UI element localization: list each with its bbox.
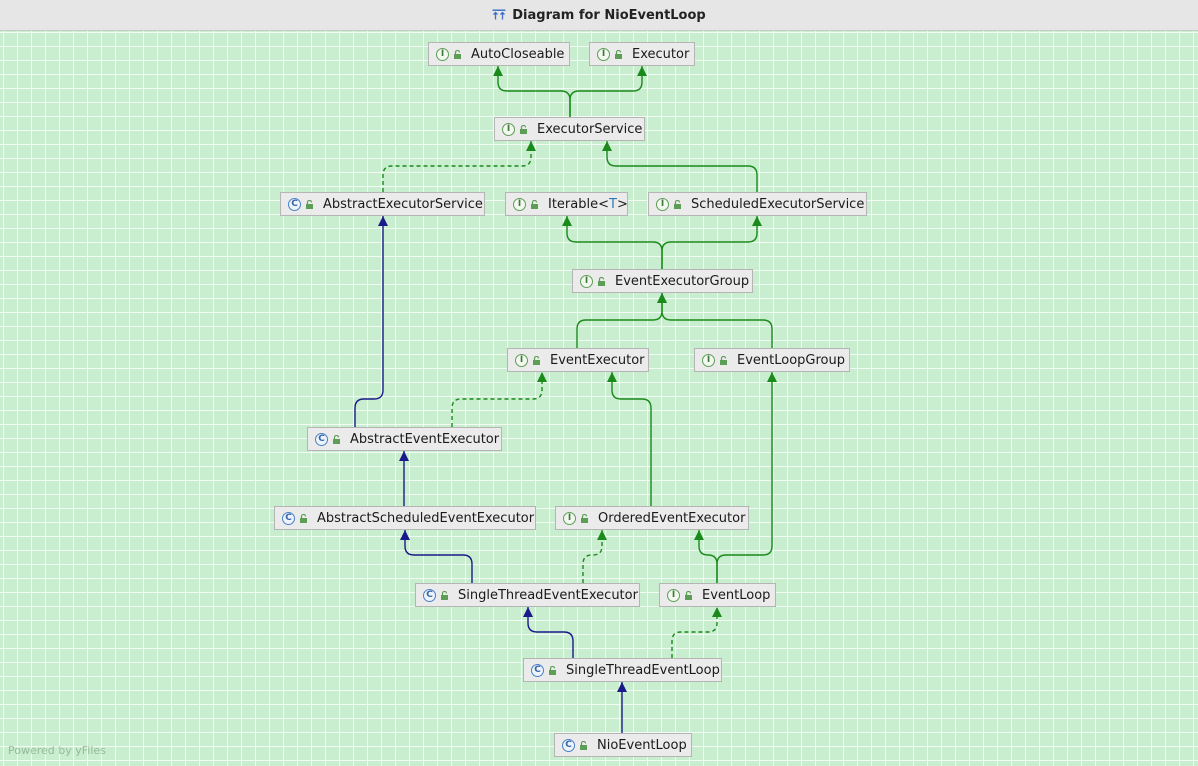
edge-AbstractExecutorService-to-ExecutorService (382, 141, 536, 192)
edge-EventExecutor-to-EventExecutorGroup (576, 293, 667, 348)
class-icon: C (423, 588, 436, 602)
node-AbstractExecutorService[interactable]: C AbstractExecutorService (280, 192, 485, 216)
diagram-title: Diagram for NioEventLoop (512, 7, 706, 23)
public-visibility-icon (520, 124, 527, 134)
yfiles-watermark: Powered by yFiles (8, 744, 106, 757)
edge-SingleThreadEventExecutor-to-AbstractScheduledEventExecutor (400, 530, 473, 583)
interface-icon: I (563, 511, 576, 525)
node-label: AbstractEventExecutor (350, 431, 500, 447)
node-EventExecutorGroup[interactable]: I EventExecutorGroup (572, 269, 753, 293)
node-EventLoop[interactable]: I EventLoop (659, 583, 776, 607)
public-visibility-icon (531, 199, 538, 209)
public-visibility-icon (549, 665, 556, 675)
type-param-open: < (598, 196, 610, 212)
diagram-title-bar: Diagram for NioEventLoop (0, 0, 1198, 31)
class-icon: C (531, 663, 544, 677)
public-visibility-icon (598, 276, 605, 286)
type-param-close: > (616, 196, 628, 212)
node-label: NioEventLoop (597, 737, 687, 753)
node-label: ExecutorService (537, 121, 643, 137)
interface-icon: I (515, 353, 528, 367)
edge-EventLoop-to-OrderedEventExecutor (694, 530, 718, 583)
interface-icon: I (436, 47, 449, 61)
node-Iterable[interactable]: I Iterable<T> (505, 192, 628, 216)
public-visibility-icon (685, 590, 692, 600)
edge-ExecutorService-to-AutoCloseable (493, 66, 571, 117)
public-visibility-icon (333, 434, 340, 444)
node-AutoCloseable[interactable]: I AutoCloseable (428, 42, 570, 66)
edge-EventLoop-to-EventLoopGroup (716, 372, 777, 583)
class-icon: C (288, 197, 301, 211)
node-label: OrderedEventExecutor (598, 510, 746, 526)
edge-SingleThreadEventLoop-to-SingleThreadEventExecutor (523, 607, 574, 658)
node-label: EventLoop (702, 587, 771, 603)
node-label: AbstractScheduledEventExecutor (317, 510, 535, 526)
edge-EventExecutorGroup-to-ScheduledExecutorService (661, 216, 762, 269)
node-Executor[interactable]: I Executor (589, 42, 695, 66)
node-EventExecutor[interactable]: I EventExecutor (507, 348, 649, 372)
public-visibility-icon (441, 590, 448, 600)
node-EventLoopGroup[interactable]: I EventLoopGroup (694, 348, 850, 372)
interface-icon: I (502, 122, 515, 136)
edge-SingleThreadEventExecutor-to-OrderedEventExecutor (582, 530, 607, 583)
node-AbstractScheduledEventExecutor[interactable]: C AbstractScheduledEventExecutor (274, 506, 536, 530)
diagram-icon (492, 9, 506, 20)
node-NioEventLoop[interactable]: C NioEventLoop (554, 733, 692, 757)
node-label: EventExecutorGroup (615, 273, 750, 289)
node-AbstractEventExecutor[interactable]: C AbstractEventExecutor (307, 427, 502, 451)
class-icon: C (315, 432, 328, 446)
node-label: SingleThreadEventExecutor (458, 587, 638, 603)
node-label: AbstractExecutorService (323, 196, 483, 212)
interface-icon: I (580, 274, 593, 288)
public-visibility-icon (300, 513, 307, 523)
edge-ExecutorService-to-Executor (569, 66, 647, 117)
edge-OrderedEventExecutor-to-EventExecutor (607, 372, 652, 506)
node-label: EventExecutor (550, 352, 645, 368)
class-icon: C (282, 511, 295, 525)
node-ScheduledExecutorService[interactable]: I ScheduledExecutorService (648, 192, 867, 216)
edge-EventExecutorGroup-to-Iterable (562, 216, 663, 269)
node-label: AutoCloseable (471, 46, 565, 62)
edge-ScheduledExecutorService-to-ExecutorService (602, 141, 758, 192)
public-visibility-icon (454, 49, 461, 59)
node-OrderedEventExecutor[interactable]: I OrderedEventExecutor (555, 506, 749, 530)
edge-EventLoopGroup-to-EventExecutorGroup (657, 293, 773, 348)
node-label: EventLoopGroup (737, 352, 845, 368)
edge-AbstractEventExecutor-to-EventExecutor (451, 372, 547, 427)
public-visibility-icon (674, 199, 681, 209)
interface-icon: I (702, 353, 715, 367)
node-label: Iterable (548, 196, 599, 212)
node-SingleThreadEventExecutor[interactable]: C SingleThreadEventExecutor (415, 583, 640, 607)
public-visibility-icon (720, 355, 727, 365)
interface-icon: I (667, 588, 680, 602)
interface-icon: I (513, 197, 526, 211)
edge-AbstractEventExecutor-to-AbstractExecutorService (354, 216, 388, 427)
interface-icon: I (656, 197, 669, 211)
node-ExecutorService[interactable]: I ExecutorService (494, 117, 645, 141)
node-label: Executor (632, 46, 690, 62)
public-visibility-icon (580, 740, 587, 750)
node-label: SingleThreadEventLoop (566, 662, 720, 678)
interface-icon: I (597, 47, 610, 61)
public-visibility-icon (306, 199, 313, 209)
public-visibility-icon (615, 49, 622, 59)
node-label: ScheduledExecutorService (691, 196, 865, 212)
type-parameter: T (609, 196, 617, 212)
public-visibility-icon (581, 513, 588, 523)
node-SingleThreadEventLoop[interactable]: C SingleThreadEventLoop (523, 658, 722, 682)
edge-layer (354, 66, 777, 733)
public-visibility-icon (533, 355, 540, 365)
class-icon: C (562, 738, 575, 752)
edge-SingleThreadEventLoop-to-EventLoop (671, 607, 722, 658)
